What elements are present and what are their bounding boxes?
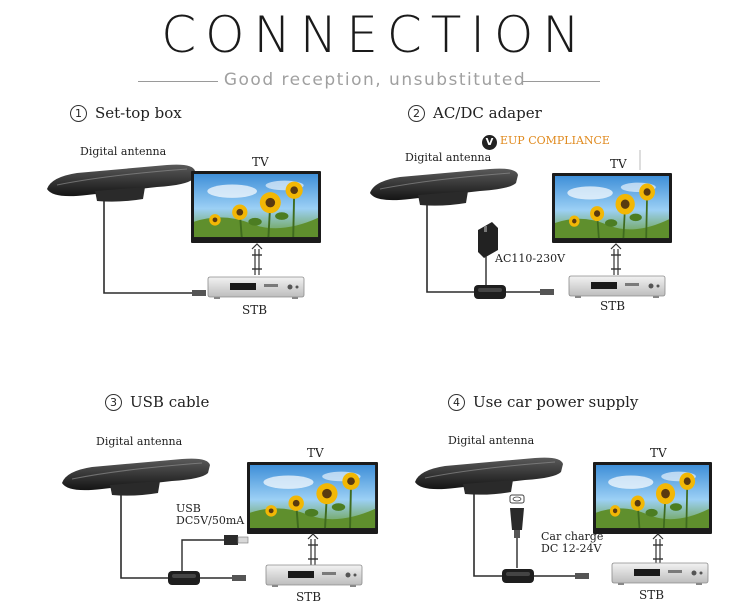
- section-1-number: 1: [70, 105, 87, 122]
- coax-plug-icon: [540, 289, 554, 295]
- coax-plug-icon: [232, 575, 246, 581]
- injector-icon: [474, 285, 506, 299]
- section-4-tv-label: TV: [650, 446, 667, 460]
- section-1-title: 1 Set-top box: [70, 104, 182, 122]
- injector-icon: [502, 569, 534, 583]
- section-4-number: 4: [448, 394, 465, 411]
- coax-cable: [426, 200, 474, 293]
- section-3-usb-label: USB: [176, 502, 201, 515]
- page-title: CONNECTION: [161, 6, 589, 64]
- coax-cable: [103, 196, 192, 294]
- subtitle-rule-left: [138, 81, 218, 82]
- hdmi-connector-icon: [652, 533, 664, 566]
- section-3-number: 3: [105, 394, 122, 411]
- section-1-title-text: Set-top box: [95, 104, 182, 122]
- tv-icon: [191, 171, 321, 243]
- eup-compliance-label: EUP COMPLIANCE: [500, 134, 610, 147]
- antenna-icon: [46, 164, 196, 203]
- stb-icon: [207, 276, 305, 300]
- hdmi-connector-icon: [307, 533, 319, 566]
- section-3-antenna-label: Digital antenna: [96, 435, 183, 448]
- section-2-tv-label: TV: [610, 157, 627, 171]
- tv-icon: [593, 462, 712, 534]
- coax-plug-icon: [192, 290, 206, 296]
- stb-icon: [265, 564, 363, 588]
- antenna-icon: [61, 458, 211, 497]
- antenna-icon: [414, 457, 564, 496]
- injector-icon: [168, 571, 200, 585]
- section-2-number: 2: [408, 105, 425, 122]
- section-2-antenna-label: Digital antenna: [405, 151, 492, 164]
- usb-cable: [181, 539, 224, 571]
- section-3-tv-label: TV: [307, 446, 324, 460]
- section-2-power-label: AC110-230V: [495, 252, 566, 265]
- section-4-title: 4 Use car power supply: [448, 393, 638, 411]
- section-4-car-label: Car charge: [541, 530, 604, 543]
- coax-plug-icon: [575, 573, 589, 579]
- section-3-stb-label: STB: [296, 590, 322, 604]
- hdmi-connector-icon: [610, 243, 622, 276]
- section-2-title-text: AC/DC adaper: [433, 104, 542, 122]
- adapter-icon: [478, 222, 498, 258]
- stb-icon: [568, 275, 666, 299]
- usb-plug-icon: [224, 535, 249, 545]
- section-1-tv-label: TV: [252, 155, 269, 169]
- section-1-antenna-label: Digital antenna: [80, 145, 167, 158]
- coax-cable: [120, 490, 168, 579]
- section-4-title-text: Use car power supply: [473, 393, 639, 411]
- section-4-stb-label: STB: [639, 588, 665, 602]
- car-charger-icon: [509, 494, 525, 538]
- tv-icon: [247, 462, 378, 534]
- stb-icon: [611, 562, 709, 586]
- section-1-stb-label: STB: [242, 303, 268, 317]
- tv-icon: [552, 173, 672, 243]
- page-subtitle: Good reception, unsubstituted: [223, 70, 527, 90]
- hdmi-connector-icon: [251, 243, 263, 276]
- section-4-antenna-label: Digital antenna: [448, 434, 535, 447]
- section-4-car-spec-label: DC 12-24V: [541, 542, 602, 555]
- section-2-stb-label: STB: [600, 299, 626, 313]
- subtitle-rule-right: [522, 81, 600, 82]
- section-3-usb-spec-label: DC5V/50mA: [176, 514, 245, 527]
- section-3-title: 3 USB cable: [105, 393, 209, 411]
- section-3-title-text: USB cable: [130, 393, 210, 411]
- section-2-title: 2 AC/DC adaper: [408, 104, 542, 122]
- eup-v-icon: V: [482, 135, 497, 150]
- coax-cable: [473, 490, 502, 577]
- antenna-icon: [369, 168, 519, 207]
